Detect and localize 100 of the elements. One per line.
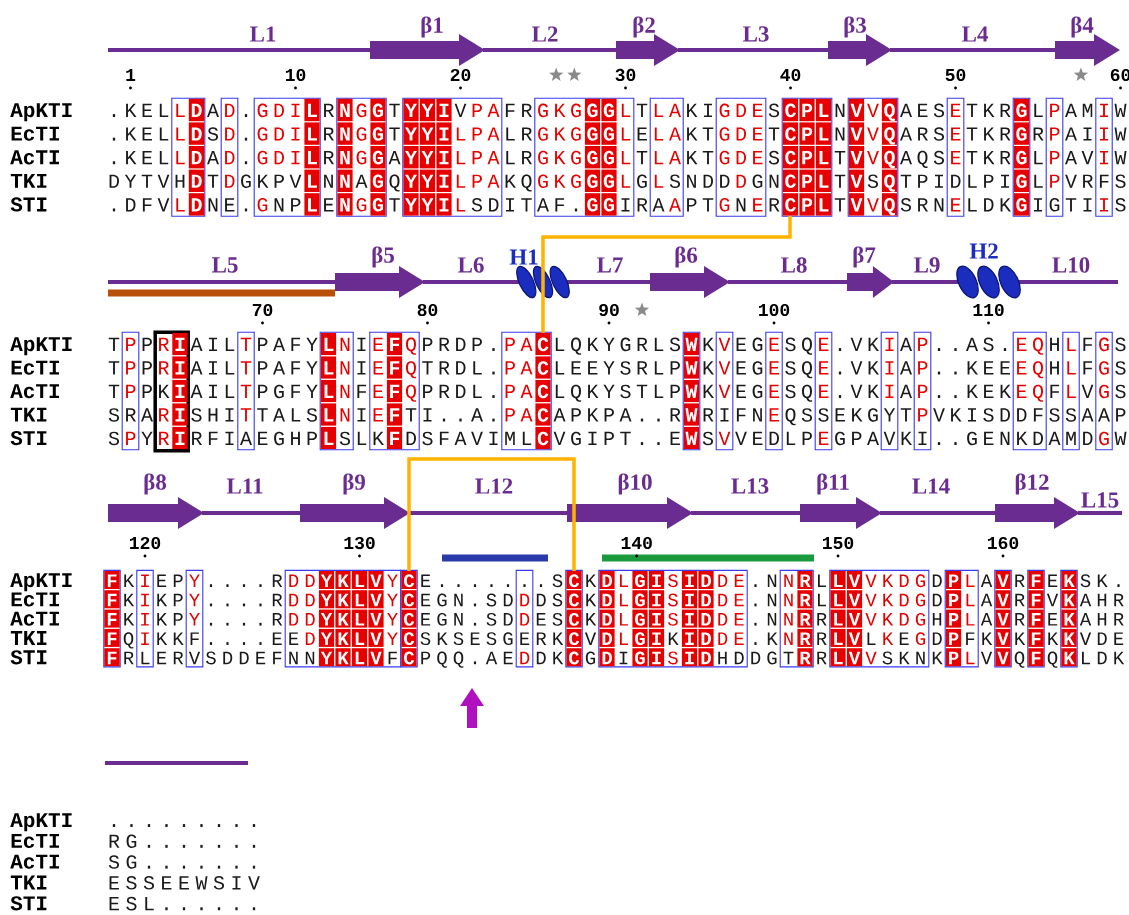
residue: D: [305, 613, 315, 626]
residue: V: [157, 198, 170, 212]
identical-residue: Y: [419, 169, 436, 192]
structure-label: β6: [675, 246, 698, 268]
residue: K: [984, 127, 995, 141]
residue: Q: [571, 337, 582, 355]
residue: P: [258, 384, 268, 398]
residue: G: [538, 127, 548, 141]
identical-residue: G: [632, 609, 648, 628]
identical-residue: I: [172, 403, 188, 426]
residue: L: [867, 632, 876, 645]
residue: .: [242, 642, 246, 645]
identical-residue: L: [351, 648, 368, 667]
residue: Y: [189, 613, 200, 626]
identical-residue: L: [304, 98, 320, 122]
residue: .: [954, 395, 957, 398]
residue: P: [291, 198, 301, 212]
residue: P: [918, 361, 928, 375]
residue: T: [141, 174, 153, 188]
residue: .: [492, 395, 495, 398]
residue: S: [900, 198, 911, 212]
residue: P: [274, 174, 284, 188]
residue: R: [109, 834, 120, 848]
residue: A: [485, 651, 498, 665]
structure-label: L14: [912, 478, 950, 494]
structure-label: L10: [1052, 257, 1090, 273]
residue-number: 40: [780, 68, 801, 90]
residue: L: [456, 198, 466, 212]
residue: E: [157, 651, 167, 665]
identical-residue: L: [830, 590, 846, 609]
residue: Q: [1014, 651, 1025, 668]
residue: I: [1034, 198, 1042, 212]
residue: E: [536, 613, 546, 626]
residue: D: [289, 574, 299, 587]
residue: S: [620, 384, 631, 399]
residue: A: [240, 431, 252, 445]
residue: G: [967, 431, 977, 446]
identical-residue: D: [599, 571, 615, 589]
identical-residue: Y: [318, 590, 335, 609]
residue: G: [571, 174, 581, 188]
residue: L: [145, 897, 154, 911]
residue: V: [718, 384, 731, 398]
residue: A: [190, 337, 203, 351]
residue: F: [273, 651, 282, 665]
residue: L: [1067, 337, 1076, 351]
residue: F: [208, 431, 218, 445]
residue: K: [883, 593, 894, 607]
residue-number: 100: [759, 303, 790, 325]
identical-residue: V: [368, 571, 384, 589]
residue: N: [767, 613, 777, 626]
residue: T: [240, 337, 252, 351]
identical-residue: F: [104, 609, 120, 628]
residue: K: [1000, 384, 1011, 398]
residue: D: [1017, 408, 1027, 422]
identical-residue: Q: [881, 98, 898, 122]
residue: .: [574, 208, 578, 212]
sequence-name: ApKTI: [10, 337, 72, 356]
identical-residue: G: [632, 590, 648, 609]
residue: T: [207, 174, 219, 188]
residue: G: [1099, 384, 1109, 399]
identical-residue: D: [698, 648, 714, 667]
residue: R: [124, 651, 134, 665]
residue: D: [932, 593, 942, 607]
identical-residue: I: [436, 169, 452, 192]
residue: E: [142, 127, 152, 141]
residue: A: [553, 408, 566, 422]
residue: D: [456, 337, 466, 351]
residue: G: [126, 834, 137, 848]
residue: N: [1000, 431, 1010, 445]
residue: G: [752, 174, 763, 188]
residue: R: [817, 632, 827, 645]
residue: K: [1048, 632, 1059, 645]
residue-number: 30: [615, 68, 636, 90]
residue: S: [669, 337, 680, 352]
identical-residue: K: [1061, 648, 1077, 667]
identical-residue: V: [995, 648, 1011, 667]
residue: D: [1000, 408, 1010, 422]
residue: L: [621, 151, 631, 165]
identical-residue: L: [304, 146, 320, 169]
identical-residue: D: [188, 98, 205, 122]
residue: P: [423, 337, 433, 351]
residue: T: [900, 174, 912, 188]
residue: S: [339, 431, 350, 446]
residue: E: [421, 613, 431, 626]
residue: D: [456, 361, 466, 375]
residue: .: [235, 844, 238, 848]
residue: N: [784, 593, 793, 607]
residue: D: [1097, 651, 1107, 665]
residue: F: [190, 632, 199, 645]
residue: E: [951, 127, 961, 141]
residue: S: [933, 150, 944, 165]
residue: E: [670, 431, 680, 445]
residue: L: [620, 613, 628, 626]
residue: S: [486, 593, 497, 607]
sequence-name: AcTI: [10, 854, 59, 869]
residue: E: [769, 408, 779, 422]
identical-residue: P: [799, 193, 815, 216]
residue: G: [915, 574, 926, 588]
residue: T: [702, 151, 714, 165]
residue-number: 20: [450, 68, 471, 90]
